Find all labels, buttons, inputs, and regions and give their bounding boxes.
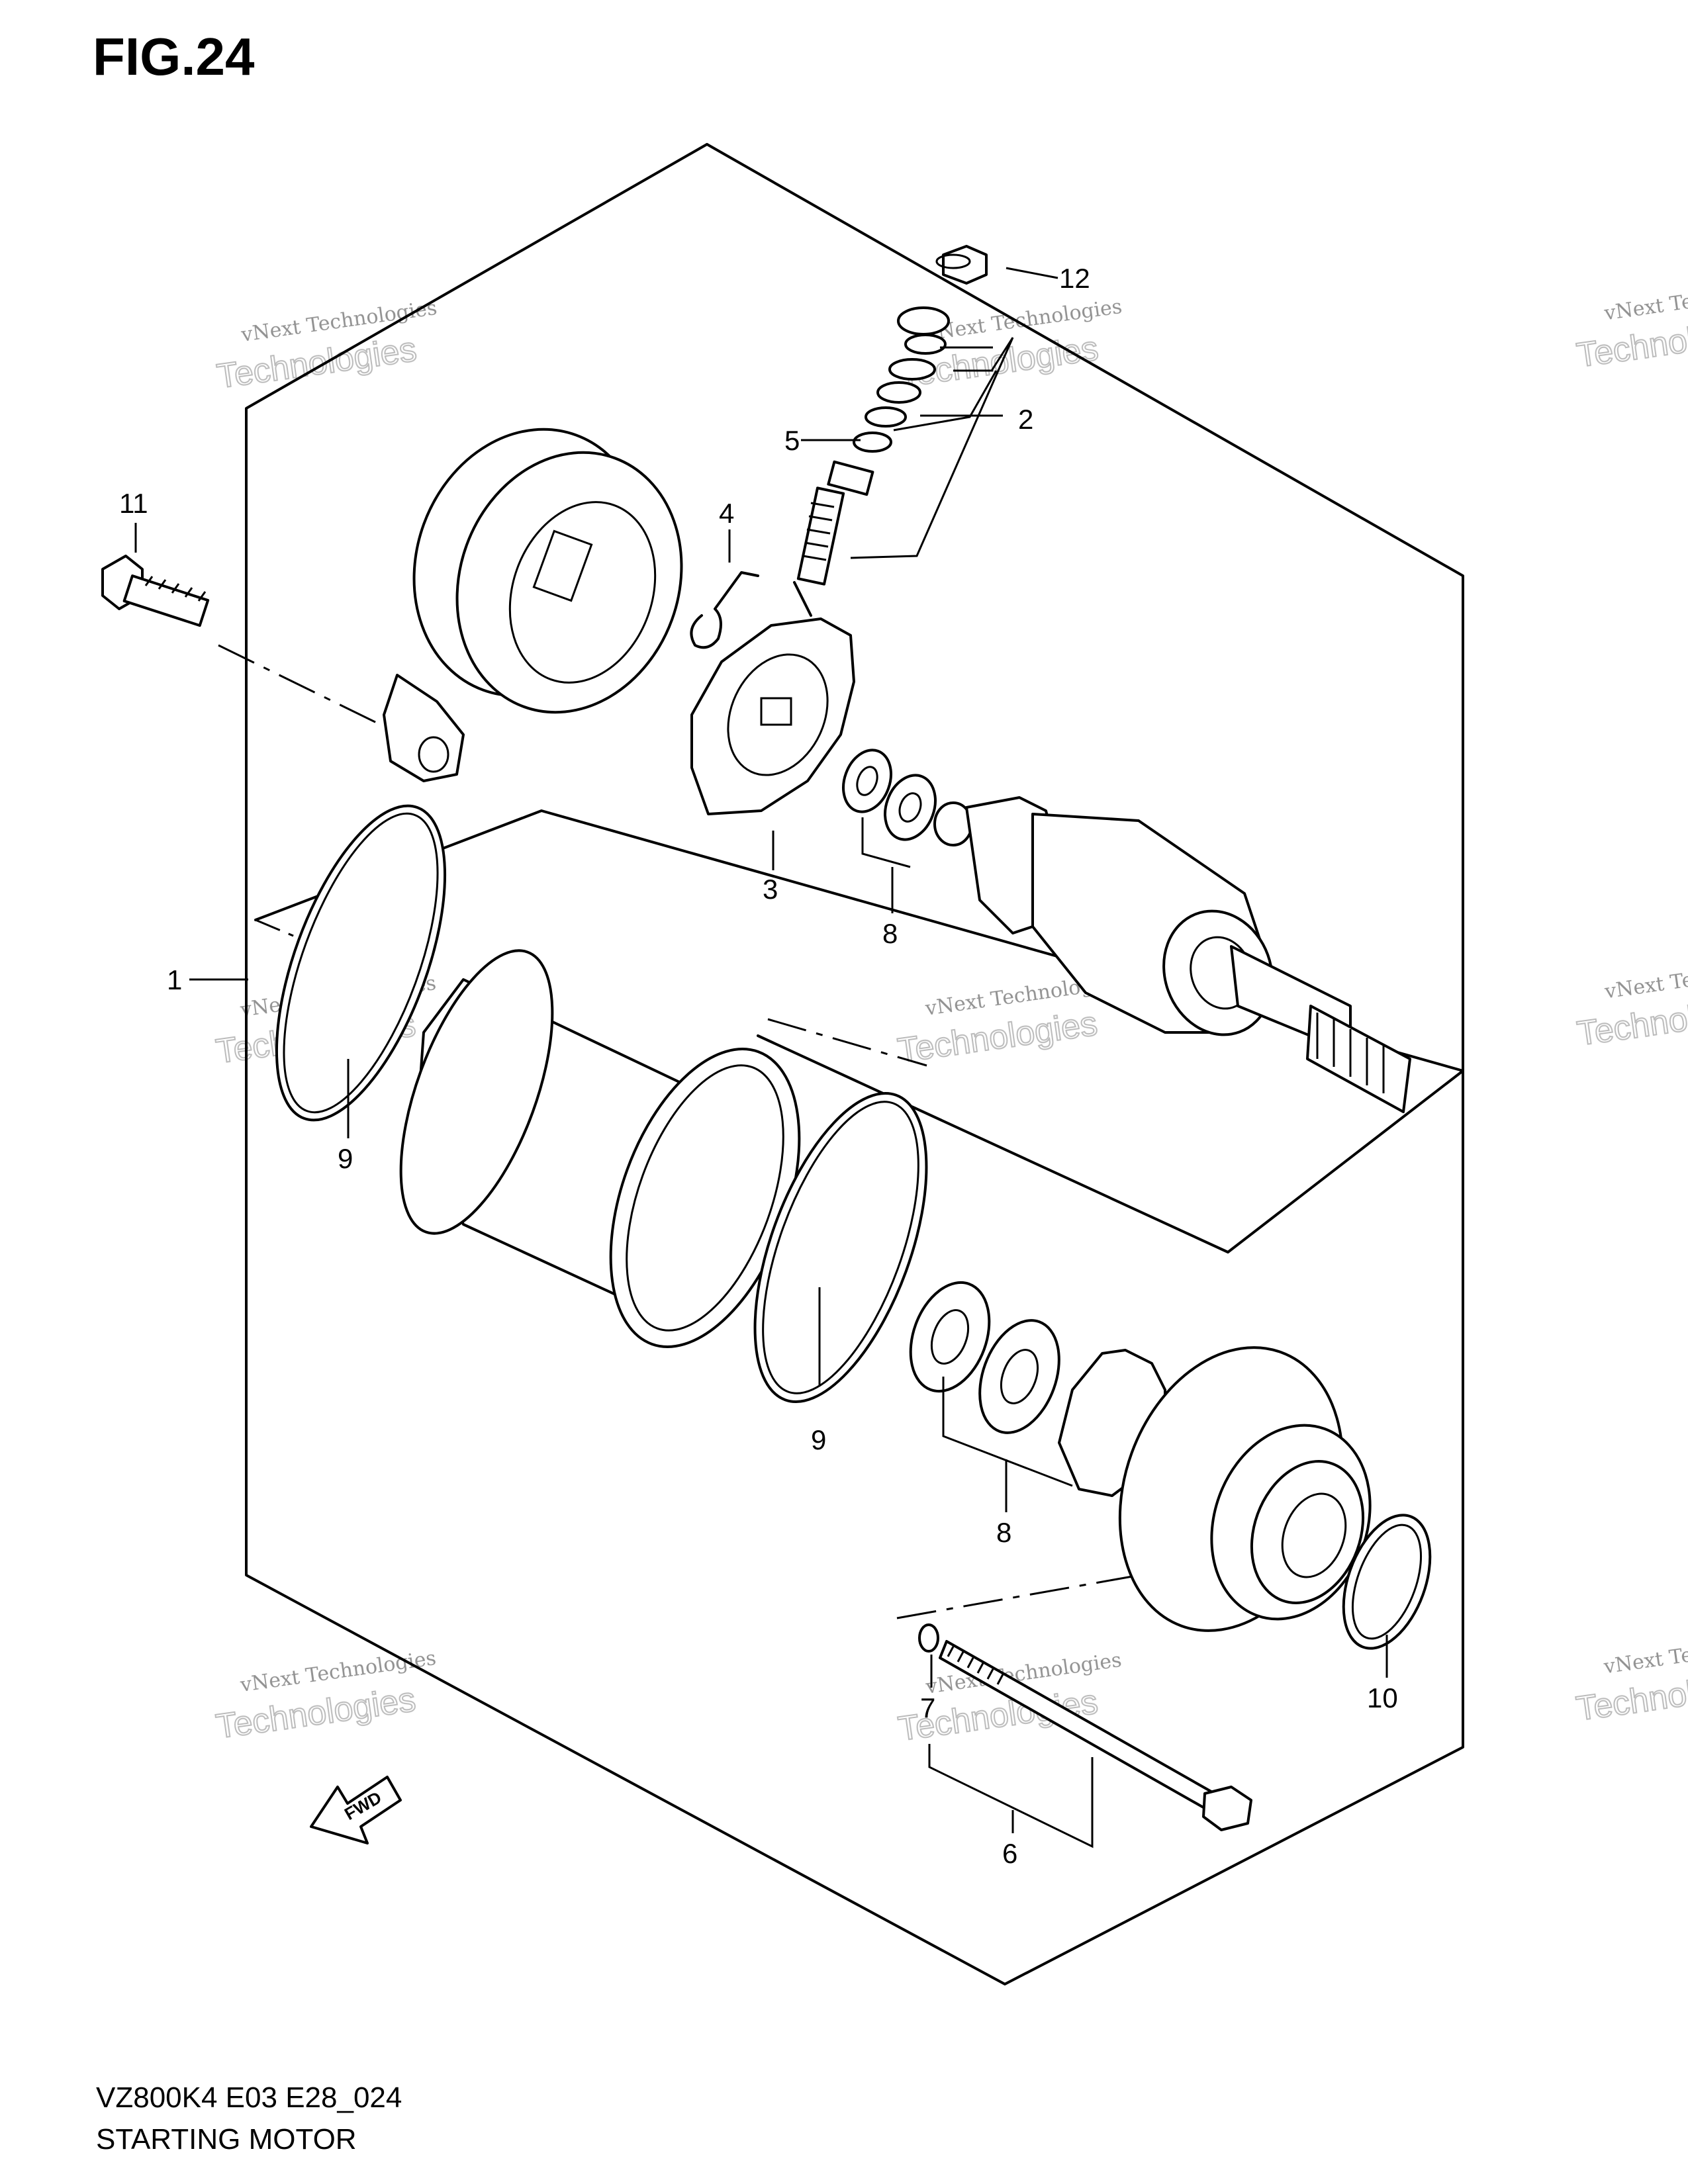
section-name: STARTING MOTOR xyxy=(96,2123,357,2156)
o-ring-10-inner xyxy=(1351,1524,1423,1640)
spring-clip-4 xyxy=(690,571,759,649)
bolt-axis-line xyxy=(218,644,381,726)
figure-title: FIG.24 xyxy=(93,27,255,86)
o-ring-9-upper-inner xyxy=(283,812,439,1114)
watermark-text: vNext Technologies xyxy=(1602,275,1688,325)
bolt-11 xyxy=(101,555,210,627)
front-end-cover xyxy=(1118,1346,1372,1632)
callout-7: 7 xyxy=(920,1692,935,1723)
yoke xyxy=(399,949,801,1348)
leader-lines xyxy=(134,267,1388,1848)
watermark-text: vNext Technologies xyxy=(1602,1628,1688,1678)
callout-11: 11 xyxy=(119,488,148,519)
nut-12 xyxy=(935,245,988,285)
through-bolt-6 xyxy=(939,1640,1252,1831)
callout-6: 6 xyxy=(1002,1838,1017,1869)
callout-12: 12 xyxy=(1059,263,1090,294)
model-code: VZ800K4 E03 E28_024 xyxy=(96,2081,402,2114)
rear-housing xyxy=(383,428,683,782)
callout-9-lower: 9 xyxy=(811,1424,826,1455)
assembly-frame xyxy=(245,143,1464,1985)
washer-stack xyxy=(853,306,950,453)
axis-line xyxy=(767,1018,927,1067)
o-ring-9-lower-inner xyxy=(762,1101,919,1394)
callout-8-lower: 8 xyxy=(996,1517,1011,1548)
callout-3: 3 xyxy=(763,874,778,905)
callout-4: 4 xyxy=(719,498,734,529)
callout-9-upper: 9 xyxy=(338,1143,353,1174)
yoke-subframe xyxy=(254,809,1464,1253)
fwd-arrow: FWD xyxy=(310,1776,402,1844)
washers-8-upper xyxy=(842,749,937,841)
subframe-edge xyxy=(255,919,398,981)
callout-2: 2 xyxy=(1018,404,1033,435)
watermark-text: vNext Technologies xyxy=(1603,953,1688,1003)
o-ring-9-lower xyxy=(753,1091,928,1404)
o-ring-10 xyxy=(1342,1514,1432,1650)
callouts: 1 2 3 4 5 6 7 8 8 9 9 10 11 12 xyxy=(119,263,1398,1869)
watermark-group: vNext Technologies Technologies vNext Te… xyxy=(213,275,1688,1749)
terminal-bolt xyxy=(796,460,874,586)
callout-1: 1 xyxy=(167,964,182,995)
armature xyxy=(933,796,1411,1113)
callout-5: 5 xyxy=(784,425,800,456)
washer-7 xyxy=(918,1623,939,1653)
end-cover-axis xyxy=(896,1570,1159,1619)
callout-10: 10 xyxy=(1367,1682,1398,1713)
washers-8-lower xyxy=(909,1281,1060,1434)
o-ring-9-upper xyxy=(275,804,447,1122)
brush-holder-3 xyxy=(690,581,855,815)
callout-8-upper: 8 xyxy=(882,918,898,949)
